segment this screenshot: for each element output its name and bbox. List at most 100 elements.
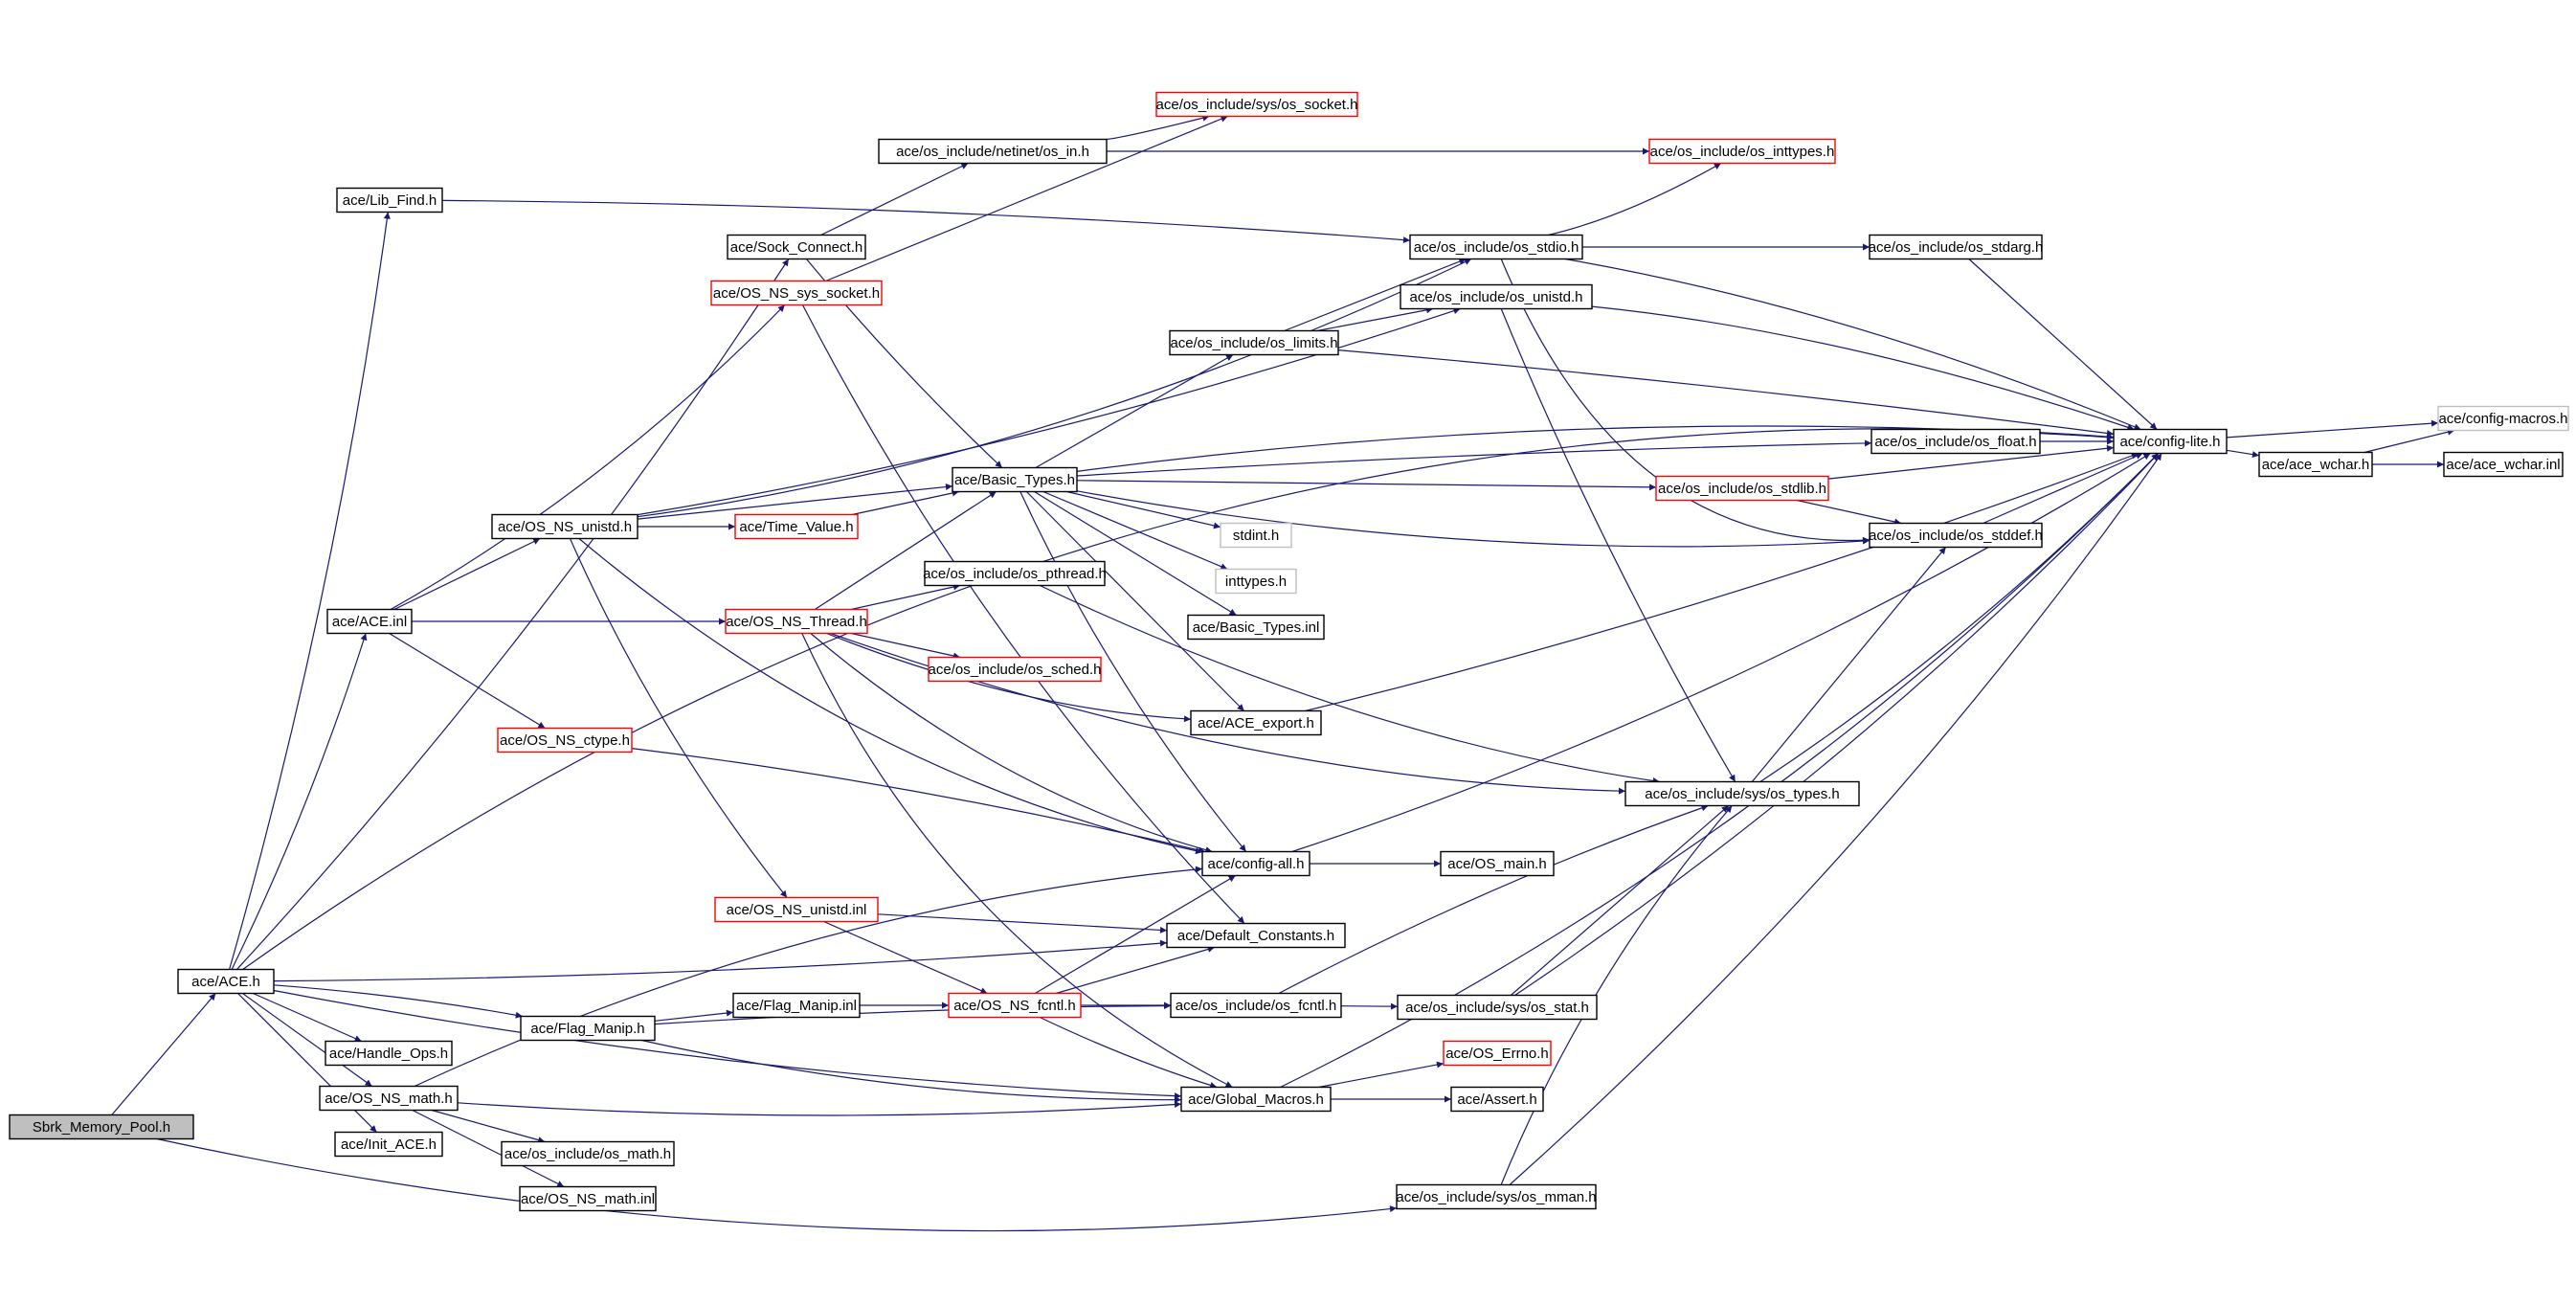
edge-os_ns_ctype-to-config_all	[631, 748, 1206, 854]
edge-sbrk-to-sys_os_mman	[156, 1137, 1398, 1232]
node-box	[1869, 522, 2043, 549]
node-ace_export[interactable]: ace/ACE_export.h	[1190, 709, 1322, 736]
edge-config_lite-to-config_macros	[2226, 419, 2439, 439]
edge-netinet_os_in-to-sys_os_socket	[1106, 114, 1210, 141]
edge-layer	[111, 114, 2455, 1232]
node-label: ace/config-macros.h	[2438, 411, 2567, 427]
edge-os_ns_unistd_inl-to-default_constants	[877, 913, 1168, 934]
node-os_ns_ctype[interactable]: ace/OS_NS_ctype.h	[497, 727, 633, 754]
node-flag_manip_inl[interactable]: ace/Flag_Manip.inl	[732, 992, 861, 1019]
node-box	[497, 727, 633, 754]
node-box	[1450, 1086, 1544, 1113]
node-label: ace/OS_NS_math.h	[325, 1091, 452, 1107]
node-handle_ops[interactable]: ace/Handle_Ops.h	[325, 1040, 453, 1067]
edge-os_ns_sys_socket-to-sys_os_socket	[825, 115, 1228, 282]
edge-ace_inl-to-os_ns_sys_socket	[390, 304, 786, 611]
node-box	[1443, 1040, 1552, 1067]
edge-os_ns_sys_socket-to-default_constants	[801, 304, 1245, 924]
node-label: ace/Basic_Types.h	[954, 472, 1075, 488]
node-box	[326, 608, 413, 635]
edge-sys_os_stat-to-config_lite	[1514, 453, 2160, 996]
edge-basic_types-to-basic_types_inl	[1034, 490, 1237, 617]
edge-basic_types-to-os_limits	[1035, 353, 1234, 469]
node-box	[725, 608, 868, 635]
node-os_sched[interactable]: ace/os_include/os_sched.h	[928, 656, 1102, 683]
node-stdint[interactable]: stdint.h	[1220, 522, 1292, 549]
node-os_stdarg[interactable]: ace/os_include/os_stdarg.h	[1869, 234, 2044, 260]
node-os_stdlib[interactable]: ace/os_include/os_stdlib.h	[1655, 475, 1829, 502]
edge-ace_h-to-init_ace	[237, 993, 377, 1133]
edge-sock_connect-to-netinet_os_in	[820, 162, 969, 236]
node-os_math[interactable]: ace/os_include/os_math.h	[501, 1140, 675, 1167]
node-global_macros[interactable]: ace/Global_Macros.h	[1180, 1086, 1332, 1113]
node-box	[2437, 405, 2569, 432]
node-label: ace/os_include/sys/os_socket.h	[1156, 97, 1358, 113]
node-os_limits[interactable]: ace/os_include/os_limits.h	[1169, 329, 1339, 356]
node-sock_connect[interactable]: ace/Sock_Connect.h	[727, 234, 866, 260]
node-os_ns_unistd[interactable]: ace/OS_NS_unistd.h	[491, 513, 638, 540]
edge-os_ns_fcntl-to-default_constants	[1056, 946, 1215, 995]
node-os_stdio[interactable]: ace/os_include/os_stdio.h	[1409, 234, 1583, 260]
node-os_ns_sys_socket[interactable]: ace/OS_NS_sys_socket.h	[710, 280, 883, 306]
node-os_ns_unistd_inl[interactable]: ace/OS_NS_unistd.inl	[714, 896, 879, 923]
node-os_stddef[interactable]: ace/os_include/os_stddef.h	[1869, 522, 2043, 549]
edge-lib_find-to-os_stdio	[441, 199, 1411, 244]
node-label: ace/os_include/sys/os_types.h	[1645, 786, 1839, 802]
node-label: ace/os_include/os_stddef.h	[1869, 528, 2043, 544]
node-netinet_os_in[interactable]: ace/os_include/netinet/os_in.h	[878, 138, 1108, 165]
node-ace_inl[interactable]: ace/ACE.inl	[326, 608, 413, 635]
node-box	[710, 280, 883, 306]
node-os_float[interactable]: ace/os_include/os_float.h	[1870, 428, 2041, 455]
node-os_pthread[interactable]: ace/os_include/os_pthread.h	[923, 560, 1107, 587]
node-label: ace/Time_Value.h	[739, 519, 853, 535]
node-label: inttypes.h	[1225, 574, 1287, 590]
node-default_constants[interactable]: ace/Default_Constants.h	[1166, 922, 1346, 949]
node-sys_os_stat[interactable]: ace/os_include/sys/os_stat.h	[1397, 994, 1598, 1021]
node-box	[734, 513, 859, 540]
node-ace_h[interactable]: ace/ACE.h	[177, 968, 275, 995]
node-box	[948, 992, 1082, 1019]
edge-basic_types-to-os_stddef	[1076, 490, 1870, 548]
node-config_all[interactable]: ace/config-all.h	[1201, 850, 1310, 877]
node-basic_types_inl[interactable]: ace/Basic_Types.inl	[1187, 614, 1325, 641]
edge-ace_h-to-config_lite	[242, 428, 2115, 970]
node-box	[9, 1114, 194, 1140]
node-box	[1166, 922, 1346, 949]
node-box	[878, 138, 1108, 165]
node-layer: Sbrk_Memory_Pool.hace/ACE.hace/Lib_Find.…	[9, 91, 2569, 1212]
node-label: ace/ace_wchar.h	[2262, 457, 2370, 473]
node-box	[1409, 234, 1583, 260]
node-inttypes[interactable]: inttypes.h	[1215, 568, 1297, 595]
node-os_inttypes[interactable]: ace/os_include/os_inttypes.h	[1648, 138, 1836, 165]
node-ace_wchar_inl[interactable]: ace/ace_wchar.inl	[2443, 451, 2564, 478]
node-os_ns_math_inl[interactable]: ace/OS_NS_math.inl	[519, 1185, 657, 1212]
node-sys_os_types[interactable]: ace/os_include/sys/os_types.h	[1624, 780, 1860, 807]
node-flag_manip[interactable]: ace/Flag_Manip.h	[520, 1015, 656, 1042]
node-box	[1169, 329, 1339, 356]
node-assert[interactable]: ace/Assert.h	[1450, 1086, 1544, 1113]
node-config_macros[interactable]: ace/config-macros.h	[2437, 405, 2569, 432]
node-label: ace/os_include/netinet/os_in.h	[896, 144, 1089, 160]
node-basic_types[interactable]: ace/Basic_Types.h	[952, 466, 1078, 493]
node-sys_os_mman[interactable]: ace/os_include/sys/os_mman.h	[1396, 1183, 1597, 1210]
node-config_lite[interactable]: ace/config-lite.h	[2113, 428, 2228, 455]
edge-sbrk-to-ace_h	[111, 993, 216, 1115]
node-init_ace[interactable]: ace/Init_ACE.h	[334, 1131, 443, 1158]
node-box	[1624, 780, 1860, 807]
node-sys_os_socket[interactable]: ace/os_include/sys/os_socket.h	[1155, 91, 1358, 118]
node-box	[519, 1185, 657, 1212]
node-os_unistd[interactable]: ace/os_include/os_unistd.h	[1400, 283, 1593, 310]
node-lib_find[interactable]: ace/Lib_Find.h	[336, 187, 443, 214]
edge-basic_types-to-config_all	[1019, 491, 1247, 852]
edge-os_stdlib-to-config_lite	[1827, 444, 2115, 480]
node-os_main[interactable]: ace/OS_main.h	[1440, 850, 1555, 877]
node-os_errno[interactable]: ace/OS_Errno.h	[1443, 1040, 1552, 1067]
node-os_ns_math[interactable]: ace/OS_NS_math.h	[319, 1085, 459, 1112]
node-os_fcntl[interactable]: ace/os_include/os_fcntl.h	[1170, 992, 1342, 1019]
node-os_ns_fcntl[interactable]: ace/OS_NS_fcntl.h	[948, 992, 1082, 1019]
edge-basic_types-to-ace_export	[1025, 491, 1245, 711]
node-ace_wchar[interactable]: ace/ace_wchar.h	[2258, 451, 2373, 478]
node-time_value[interactable]: ace/Time_Value.h	[734, 513, 859, 540]
edge-os_ns_unistd-to-config_all	[578, 538, 1203, 855]
node-os_ns_thread[interactable]: ace/OS_NS_Thread.h	[725, 608, 868, 635]
